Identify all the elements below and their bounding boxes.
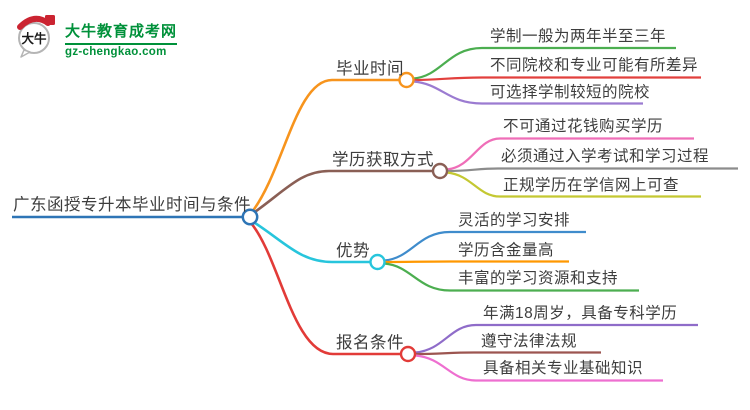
- root-node-label: 广东函授专升本毕业时间与条件: [13, 196, 251, 214]
- site-logo[interactable]: 大牛 大牛教育成考网 gz-chengkao.com: [13, 10, 178, 60]
- logo-title: 大牛教育成考网: [65, 23, 178, 40]
- child-connector: [384, 262, 639, 292]
- child-connector: [415, 354, 663, 382]
- child-label: 必须通过入学考试和学习过程: [501, 148, 710, 165]
- child-label: 可选择学制较短的院校: [490, 84, 651, 101]
- branch-connector: [249, 222, 400, 356]
- child-connector: [446, 167, 738, 173]
- child-label: 具备相关专业基础知识: [483, 360, 644, 377]
- child-connector: [384, 230, 586, 262]
- branch-junction: [431, 162, 449, 180]
- child-connector: [413, 80, 643, 105]
- child-connector: [446, 171, 701, 198]
- branch-label-graduation-time: 毕业时间: [336, 60, 404, 78]
- logo-divider: [65, 43, 178, 45]
- child-label: 学历含金量高: [458, 242, 555, 259]
- child-connector: [446, 137, 694, 171]
- branch-connector: [250, 78, 399, 213]
- root-junction: [241, 208, 259, 226]
- child-connector: [413, 76, 701, 82]
- logo-icon-text: 大牛: [21, 31, 47, 46]
- branch-connector: [251, 169, 432, 216]
- child-connector: [415, 323, 698, 354]
- child-label: 丰富的学习资源和支持: [458, 270, 619, 287]
- child-label: 正规学历在学信网上可查: [503, 177, 680, 194]
- branch-junction: [398, 71, 415, 89]
- branch-label-registration: 报名条件: [336, 334, 404, 352]
- child-label: 不同院校和专业可能有所差异: [490, 57, 699, 74]
- branch-connector: [251, 219, 370, 264]
- child-label: 遵守法律法规: [481, 333, 578, 350]
- child-label: 灵活的学习安排: [458, 212, 571, 229]
- child-label: 不可通过花钱购买学历: [503, 118, 664, 135]
- branch-label-advantages: 优势: [336, 242, 370, 260]
- child-connector: [384, 260, 569, 264]
- branch-junction: [369, 253, 386, 271]
- child-connector: [413, 46, 676, 80]
- child-label: 年满18周岁，具备专科学历: [483, 305, 678, 322]
- child-connector: [415, 351, 601, 356]
- logo-url: gz-chengkao.com: [65, 46, 167, 58]
- child-label: 学制一般为两年半至三年: [490, 28, 667, 45]
- branch-label-degree-acquisition: 学历获取方式: [332, 151, 434, 169]
- branch-junction: [399, 345, 417, 363]
- logo-icon: 大牛: [17, 15, 55, 58]
